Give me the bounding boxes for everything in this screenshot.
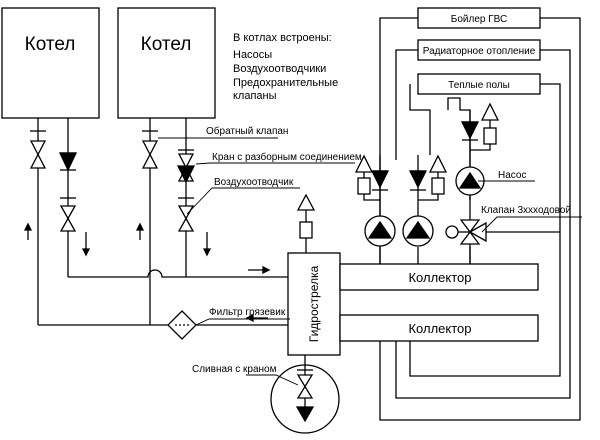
svg-text:Воздухоотводчики: Воздухоотводчики xyxy=(233,63,326,75)
svg-text:Предохранительные: Предохранительные xyxy=(233,77,338,89)
callout-three-way: Клапан 3ххходовой xyxy=(481,205,571,216)
hydro-separator xyxy=(287,252,341,356)
svg-text:клапаны: клапаны xyxy=(233,90,277,102)
circuit-dhw-label: Бойлер ГВС xyxy=(451,14,507,25)
circuit-radiators-label: Радиаторное отопление xyxy=(423,46,536,57)
callout-labels: Обратный клапан Кран с разборным соедине… xyxy=(192,125,571,375)
left-boiler-fittings xyxy=(23,130,91,257)
callout-air-vent: Воздухоотводчик xyxy=(214,177,294,188)
collector-top xyxy=(339,263,539,291)
collector-top-label: Коллектор xyxy=(408,270,471,285)
callout-filter: Фильтр грязевик xyxy=(209,307,286,318)
pump-group-1 xyxy=(354,154,396,247)
boiler-left-label: Котел xyxy=(25,34,76,55)
pump-group-3 xyxy=(445,102,500,245)
callout-check-valve: Обратный клапан xyxy=(206,125,288,137)
boiler-right xyxy=(117,7,216,119)
circuit-floor-label: Теплые полы xyxy=(448,80,510,91)
builtin-note: В котлах встроены: Насосы Воздухоотводчи… xyxy=(233,32,338,102)
boiler-left xyxy=(1,7,100,119)
svg-text:В котлах встроены:: В котлах встроены: xyxy=(233,32,332,44)
pump-group-2 xyxy=(395,154,448,247)
drain-valve xyxy=(270,355,340,434)
mud-filter xyxy=(167,310,197,340)
boiler-right-label: Котел xyxy=(141,34,192,55)
collector-bottom xyxy=(339,314,539,342)
hydro-label: Гидрострелка xyxy=(307,265,321,342)
header-arrows xyxy=(245,265,271,323)
svg-text:Насосы: Насосы xyxy=(233,49,272,61)
collector-bottom-label: Коллектор xyxy=(408,321,471,336)
callout-leaders xyxy=(158,137,582,386)
air-vent xyxy=(296,193,316,253)
callout-drain: Сливная с краном xyxy=(192,364,277,375)
right-boiler-fittings xyxy=(135,130,212,257)
boiler-pipes xyxy=(37,118,288,326)
callout-union-valve: Кран с разборным соединением xyxy=(212,151,362,163)
circuit-piping xyxy=(379,17,581,421)
callout-pump: Насос xyxy=(498,170,526,181)
